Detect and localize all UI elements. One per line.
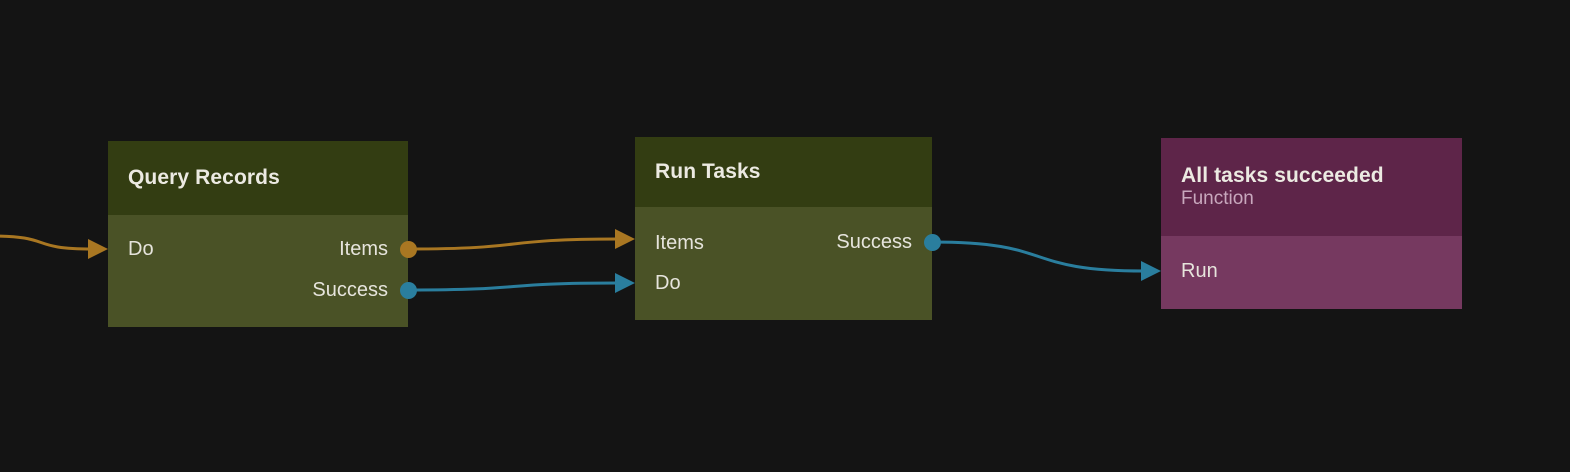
node-title: All tasks succeeded — [1181, 164, 1384, 188]
port-input-do[interactable]: Do — [108, 236, 408, 262]
port-output-items[interactable]: Items — [108, 236, 408, 262]
pin-dot-items[interactable] — [399, 240, 417, 258]
node-title: Query Records — [128, 166, 280, 190]
port-output-success[interactable]: Success — [635, 229, 932, 255]
edge-arrowhead-run-success-to-all-tasks-run — [1141, 261, 1161, 281]
port-label: Success — [836, 231, 912, 253]
edge-arrowhead-query-success-to-run-do — [615, 273, 635, 293]
edge-run-success-to-all-tasks-run[interactable] — [930, 240, 1147, 273]
pin-dot-success[interactable] — [923, 233, 941, 251]
node-subtitle: Function — [1181, 187, 1254, 209]
port-output-success[interactable]: Success — [108, 277, 408, 303]
edge-offscreen-to-query-do[interactable] — [0, 234, 94, 251]
port-label: Do — [655, 272, 681, 294]
node-header-run-tasks[interactable]: Run Tasks — [635, 137, 932, 207]
port-label: Items — [339, 238, 388, 260]
node-body-all-tasks-succeeded: Run — [1161, 236, 1462, 309]
edge-arrowhead-query-items-to-run-items — [615, 229, 635, 249]
port-label: Success — [312, 279, 388, 301]
port-label: Do — [128, 238, 154, 260]
node-title: Run Tasks — [655, 160, 761, 184]
port-label: Items — [655, 232, 704, 254]
port-input-items[interactable]: Items — [635, 230, 932, 256]
edge-arrowhead-offscreen-to-query-do — [88, 239, 108, 259]
port-input-do[interactable]: Do — [635, 270, 932, 296]
port-label: Run — [1181, 260, 1218, 282]
edge-query-items-to-run-items[interactable] — [406, 237, 621, 251]
port-input-run[interactable]: Run — [1161, 258, 1462, 284]
edge-query-success-to-run-do[interactable] — [406, 281, 621, 292]
pin-dot-success[interactable] — [399, 281, 417, 299]
node-header-query-records[interactable]: Query Records — [108, 141, 408, 215]
